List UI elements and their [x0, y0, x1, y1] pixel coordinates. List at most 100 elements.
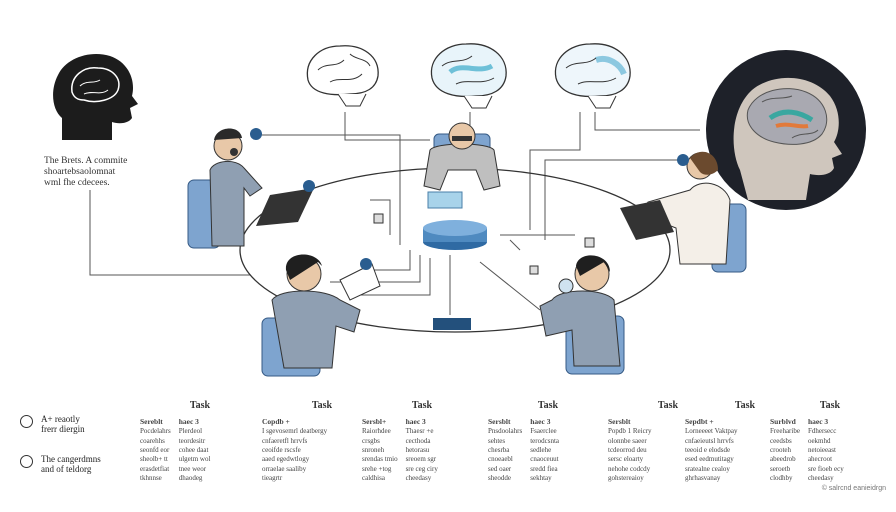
task-line: Pocdelahrs	[140, 427, 171, 436]
bullet-icon	[20, 455, 33, 468]
task-line: ulgetm wol	[178, 455, 211, 464]
task-line: teordesitr	[178, 436, 206, 445]
task-line: sekhtay	[530, 474, 552, 483]
brain-icon-3	[554, 43, 631, 109]
task-line: ceoifde rscsfe	[262, 446, 301, 454]
task-title: Task	[657, 400, 679, 411]
task-title: Task	[189, 400, 211, 411]
legend-item-2: The cangerdmns and of teldorg	[20, 454, 101, 475]
task-line: abeedrob	[770, 455, 796, 464]
person-top-center	[423, 122, 501, 191]
task-line: sersc eloarty	[608, 455, 644, 464]
task-line: ghrhasvanay	[685, 474, 721, 483]
base-device	[433, 318, 471, 330]
task-line: netoieeast	[807, 446, 836, 454]
task-line: sratealne cealoy	[685, 464, 730, 473]
task-line: coarehhs	[140, 436, 165, 445]
task-line: erasdetfiat	[140, 464, 170, 473]
task-title: Task	[311, 400, 333, 411]
task-line: Raiorhdee	[362, 427, 391, 436]
task-line: cohee daat	[178, 446, 209, 454]
task-line: Fdhersecc	[807, 427, 837, 436]
tablet-center	[427, 191, 463, 209]
bullet-icon	[20, 415, 33, 428]
task-line: sreoem sgr	[405, 455, 437, 464]
task-header: Sereblt	[140, 417, 163, 426]
task-line: hetorasu	[405, 446, 430, 454]
task-line: crooteh	[770, 446, 791, 454]
task-line: sheolb+ tt	[140, 455, 168, 464]
task-line: tieagrtr	[262, 474, 283, 483]
task-title: Task	[819, 400, 841, 411]
task-line: orraelae saaliby	[262, 464, 307, 473]
person-right	[620, 151, 747, 273]
task-line: sehtes	[488, 436, 506, 445]
task-header: Sepdbt +	[685, 417, 714, 426]
task-line: terodcsnta	[530, 436, 559, 445]
task-header: haec 3	[530, 417, 551, 426]
task-line: srehe +tog	[362, 464, 392, 473]
task-line: seonfd eor	[140, 446, 170, 454]
central-hub	[423, 220, 487, 250]
person-bottom-left	[261, 254, 381, 377]
task-line: olonnbe saeer	[608, 436, 647, 445]
task-line: caldhisa	[362, 474, 385, 483]
task-line: ahecroot	[807, 455, 833, 464]
task-line: Pnsdoolahrs	[488, 427, 523, 436]
task-line: sre ceg ciry	[405, 464, 438, 473]
footer-credit: © salrcnd eanieidrgn	[821, 485, 886, 492]
person-bottom-right	[539, 255, 625, 375]
task-line: cecthoda	[405, 436, 431, 445]
task-line: tcdeorrod deu	[608, 446, 647, 454]
task-line: cnfaeretfl hrrvfs	[262, 436, 308, 445]
task-line: esed eedmutitagy	[685, 455, 734, 464]
task-line: sre fioeb ecy	[807, 464, 844, 473]
task-line: oekmhd	[807, 436, 831, 445]
task-title: Task	[734, 400, 756, 411]
task-line: cheedasy	[807, 474, 834, 483]
task-line: chesrba	[488, 446, 510, 454]
task-line: Freeharibe	[770, 427, 800, 436]
task-line: dhaodeg	[178, 474, 203, 483]
cup-icon	[373, 213, 595, 275]
task-line: Plerdeol	[178, 427, 203, 436]
task-header: haec 3	[405, 417, 426, 426]
task-line: sredd fiea	[530, 464, 558, 473]
task-header: haec 3	[807, 417, 829, 426]
task-line: Thaesr +e	[405, 427, 434, 436]
task-line: Popdb 1 Reicry	[608, 427, 652, 436]
task-title: Task	[537, 400, 559, 411]
diagram-canvas	[53, 43, 866, 377]
task-title: Task	[411, 400, 433, 411]
connector-lines	[89, 112, 700, 315]
task-line: tnee weor	[178, 464, 207, 473]
task-line: Lorneeeet Vaktpay	[685, 427, 738, 436]
task-header: Surblvd	[770, 417, 796, 426]
diagram-caption: The Brets. A commite shoartebsaolomnat w…	[44, 156, 128, 188]
brain-icon-1	[306, 45, 379, 107]
task-line: cheedasy	[405, 474, 432, 483]
task-header: Copdb +	[262, 417, 290, 426]
task-header: Sersblt	[608, 417, 631, 426]
task-line: seroetb	[770, 464, 791, 473]
task-line: cnaoceuut	[530, 455, 559, 464]
task-header: Sersbl+	[362, 417, 387, 426]
task-line: I sgevosemrl deatbergy	[262, 427, 328, 436]
legend-item-1: A+ reaotly frerr diergin	[20, 414, 85, 435]
